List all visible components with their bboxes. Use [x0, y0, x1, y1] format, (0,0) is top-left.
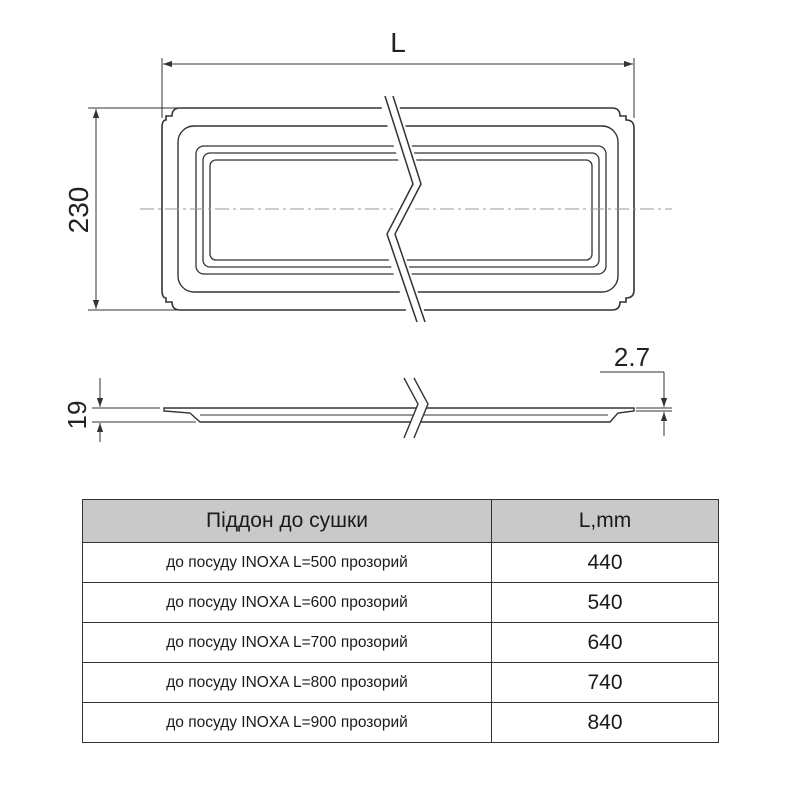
- break-line-right-side: [413, 377, 429, 439]
- product-name-cell: до посуду INOXA L=600 прозорий: [82, 582, 492, 623]
- width-label: 230: [63, 187, 94, 234]
- table-row: до посуду INOXA L=500 прозорий 440: [82, 542, 719, 583]
- table-row: до посуду INOXA L=900 прозорий 840: [82, 702, 719, 743]
- header-length: L,mm: [491, 499, 719, 543]
- table-row: до посуду INOXA L=600 прозорий 540: [82, 582, 719, 623]
- product-name-cell: до посуду INOXA L=800 прозорий: [82, 662, 492, 703]
- break-line-right-top: [392, 95, 426, 323]
- width-dimension: 230: [63, 107, 180, 311]
- technical-drawing: L 230 19 2.7: [62, 27, 672, 442]
- thickness-dimension: 2.7: [600, 342, 672, 436]
- product-name-cell: до посуду INOXA L=700 прозорий: [82, 622, 492, 663]
- height-label: 19: [62, 401, 92, 430]
- length-cell: 540: [491, 582, 719, 623]
- length-cell: 740: [491, 662, 719, 703]
- break-line-left-side: [403, 377, 419, 439]
- length-cell: 840: [491, 702, 719, 743]
- thickness-label: 2.7: [614, 342, 650, 372]
- height-dimension: 19: [62, 378, 196, 442]
- length-cell: 440: [491, 542, 719, 583]
- product-name-cell: до посуду INOXA L=500 прозорий: [82, 542, 492, 583]
- table-row: до посуду INOXA L=700 прозорий 640: [82, 622, 719, 663]
- header-product-name: Піддон до сушки: [82, 499, 492, 543]
- break-line-left-top: [384, 95, 418, 323]
- tray-outer-outline: [161, 107, 635, 311]
- table-row: до посуду INOXA L=800 прозорий 740: [82, 662, 719, 703]
- tray-side-profile: [163, 407, 635, 423]
- length-label: L: [390, 27, 406, 58]
- product-name-cell: до посуду INOXA L=900 прозорий: [82, 702, 492, 743]
- break-gap-top: [378, 96, 428, 322]
- length-cell: 640: [491, 622, 719, 663]
- spec-table: Піддон до сушки L,mm до посуду INOXA L=5…: [82, 499, 719, 743]
- tray-side-view: [163, 407, 635, 423]
- table-header-row: Піддон до сушки L,mm: [82, 499, 719, 543]
